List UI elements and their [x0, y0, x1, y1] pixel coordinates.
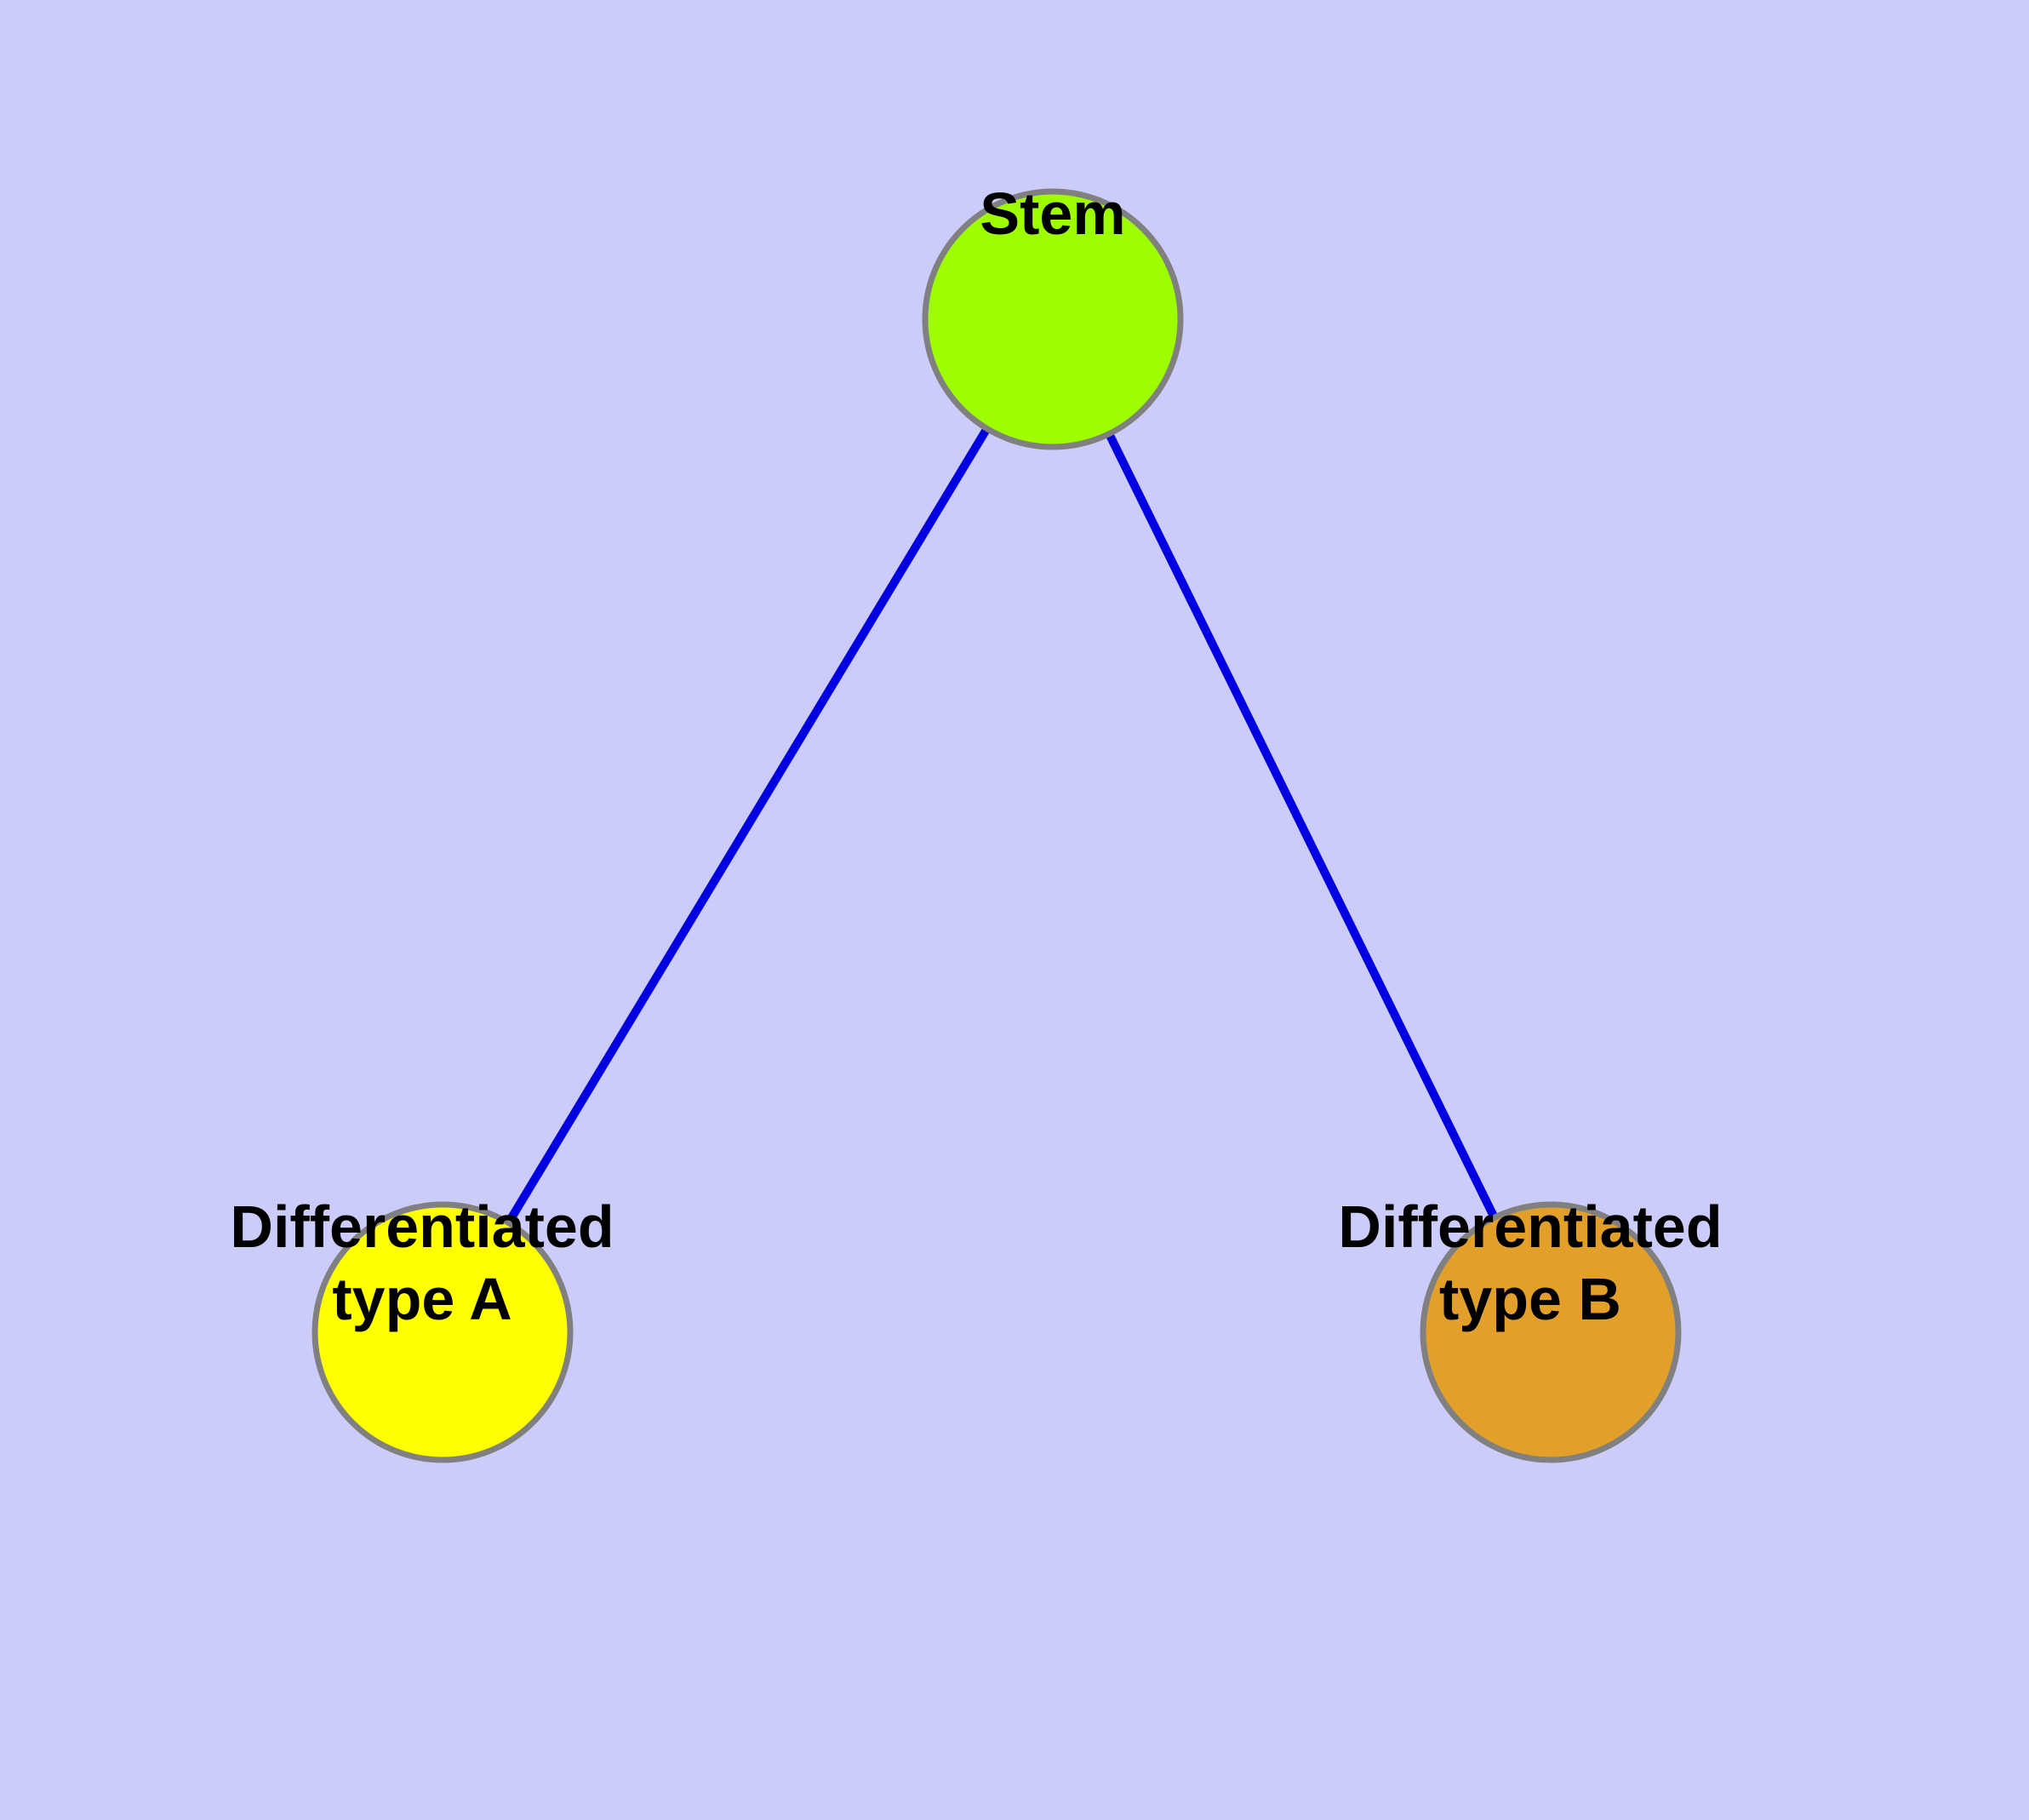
graph-node-label-line: Differentiated [1338, 1193, 1722, 1260]
graph-node-label-stem: Stem [980, 180, 1125, 247]
graph-node-diff-b[interactable] [1420, 1201, 1682, 1463]
graph-node-label-line: type A [332, 1266, 512, 1332]
graph-edge-stem-to-diff-a[interactable] [506, 427, 990, 1224]
graph-node-stem[interactable] [922, 188, 1184, 450]
edge-layer [506, 427, 1498, 1224]
node-layer [311, 188, 1682, 1463]
graph-edge-stem-to-diff-b[interactable] [1106, 433, 1498, 1218]
graph-node-label-line: Stem [980, 180, 1125, 247]
graph-node-label-line: type B [1439, 1266, 1621, 1332]
graph-node-label-line: Differentiated [230, 1193, 614, 1260]
graph-node-diff-a[interactable] [311, 1201, 574, 1463]
